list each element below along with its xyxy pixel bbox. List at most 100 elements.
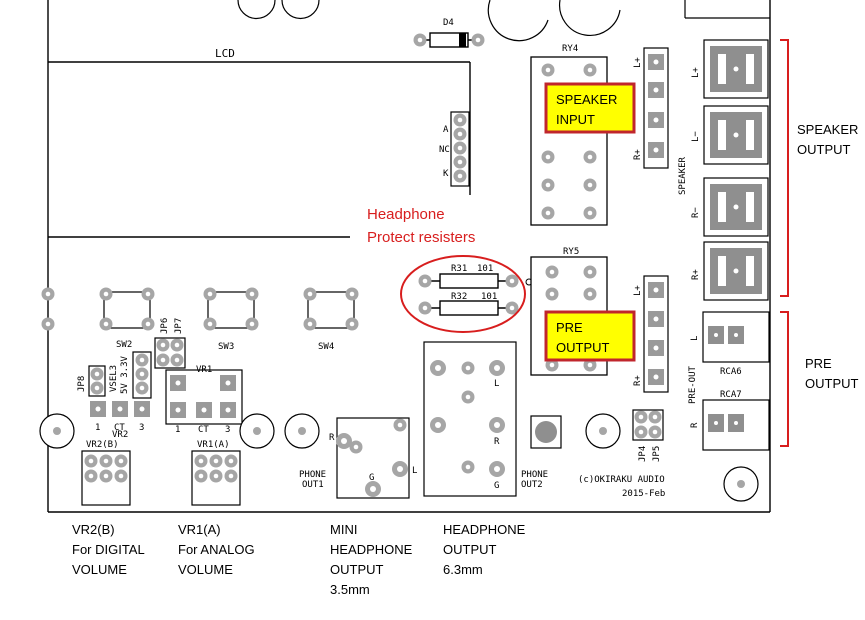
vr2-pin3: 3 xyxy=(139,423,144,433)
headphone-protect-line1: Headphone xyxy=(367,206,445,223)
sw3-label: SW3 xyxy=(218,342,234,352)
rca6-label: RCA6 xyxy=(720,367,742,377)
vr1-pin3: 3 xyxy=(225,425,230,435)
d4-label: D4 xyxy=(443,18,454,28)
pre-out-label: PRE-OUT xyxy=(688,365,698,404)
out2-r: R xyxy=(494,437,500,447)
protect-highlight-ellipse xyxy=(400,255,526,333)
ry5-label: RY5 xyxy=(563,247,579,257)
pre-in-lplus: L+ xyxy=(633,285,643,296)
phone-out2-line2: OUT2 xyxy=(521,480,543,490)
jp7-label: JP7 xyxy=(174,318,184,334)
headphone-protect-line2: Protect resisters xyxy=(367,229,475,246)
jumpers-jp4-jp5: JP4 JP5 xyxy=(632,409,664,462)
terminal-lminus: L− xyxy=(691,105,769,165)
jp8-label: JP8 xyxy=(77,376,87,392)
jumpers-jp6-jp7: JP6 JP7 xyxy=(154,318,186,369)
rca6-l: L xyxy=(690,336,700,341)
vr2-label: VR2 xyxy=(112,430,128,440)
date-text: 2015-Feb xyxy=(622,489,665,499)
pin-nc-label: NC xyxy=(439,145,450,155)
square-button xyxy=(530,415,562,449)
r31-value: 101 xyxy=(477,264,493,274)
jp5-label: JP5 xyxy=(652,446,662,462)
vr1-pin1: 1 xyxy=(175,425,180,435)
r31-label: R31 xyxy=(451,264,467,274)
caption-vr2-line2: For DIGITAL xyxy=(72,542,145,557)
r32-label: R32 xyxy=(451,292,467,302)
jp6-label: JP6 xyxy=(160,318,170,334)
pin-k-label: K xyxy=(443,169,449,179)
terminal-rplus: R+ xyxy=(691,241,769,301)
rplus-term-label: R+ xyxy=(691,269,701,280)
caption-vr1-line3: VOLUME xyxy=(178,562,233,577)
speaker-input-header: L+ R+ SPEAKER xyxy=(633,47,688,195)
lcd-outline: LCD xyxy=(48,47,471,238)
vr1a-pot: VR1(A) xyxy=(191,440,241,506)
switch-sw3: SW3 xyxy=(203,287,259,352)
pre-output-callout: PRE OUTPUT xyxy=(544,310,636,362)
vr2-pinct: CT xyxy=(114,423,125,433)
relay-ry4: RY4 xyxy=(530,44,608,226)
ry4-label: RY4 xyxy=(562,44,578,54)
pre-output-right-line2: OUTPUT xyxy=(805,376,859,391)
lcd-backlight-header: A NC K xyxy=(439,111,470,187)
caption-vr1: VR1(A) For ANALOG VOLUME xyxy=(178,522,255,577)
caption-mini-line2: HEADPHONE xyxy=(330,542,413,557)
pre-out-header: L+ R+ PRE-OUT xyxy=(633,275,698,404)
caption-headphone: HEADPHONE OUTPUT 6.3mm xyxy=(443,522,526,577)
phone-out2-line1: PHONE xyxy=(521,470,548,480)
lcd-label: LCD xyxy=(215,47,235,60)
vr1-label: VR1 xyxy=(196,365,212,375)
phone-out1-jack: R L G PHONE OUT1 xyxy=(299,417,417,499)
protect-resistors: R31 101 R32 101 xyxy=(400,255,526,333)
lplus-term-label: L+ xyxy=(691,67,701,78)
out1-r: R xyxy=(329,433,335,443)
speaker-label: SPEAKER xyxy=(678,156,688,195)
out2-g: G xyxy=(494,481,499,491)
caption-vr2-line1: VR2(B) xyxy=(72,522,115,537)
speaker-input-callout: SPEAKER INPUT xyxy=(544,82,636,134)
pre-output-bracket xyxy=(780,311,789,447)
pre-in-rplus: R+ xyxy=(633,375,643,386)
jumper-vsel3: VSEL3 5V 3.3V xyxy=(109,351,152,399)
spk-in-rplus: R+ xyxy=(633,149,643,160)
caption-headphone-line1: HEADPHONE xyxy=(443,522,526,537)
speaker-output-line1: SPEAKER xyxy=(797,122,858,137)
pre-output-line2: OUTPUT xyxy=(556,340,610,355)
pre-output-line1: PRE xyxy=(556,320,583,335)
caption-vr2: VR2(B) For DIGITAL VOLUME xyxy=(72,522,145,577)
phone-out1-line2: OUT1 xyxy=(302,480,324,490)
switch-sw2: SW2 xyxy=(99,287,155,350)
vr2b-pot: VR2(B) xyxy=(81,440,131,506)
caption-mini-line4: 3.5mm xyxy=(330,582,370,597)
vr1-footprint: VR1 1 CT 3 xyxy=(165,365,243,435)
speaker-input-line2: INPUT xyxy=(556,112,595,127)
rca7-r: R xyxy=(690,422,700,428)
diode-d4: D4 xyxy=(413,18,485,48)
terminal-lplus: L+ xyxy=(691,39,769,99)
vsel-label: VSEL3 xyxy=(109,365,119,392)
terminal-rminus: R− xyxy=(691,177,769,237)
caption-vr2-line3: VOLUME xyxy=(72,562,127,577)
caption-mini-headphone: MINI HEADPHONE OUTPUT 3.5mm xyxy=(330,522,413,597)
vr1-pinct: CT xyxy=(198,425,209,435)
credit-text: (c)OKIRAKU AUDIO xyxy=(578,475,665,485)
sw2-label: SW2 xyxy=(116,340,132,350)
caption-headphone-line3: 6.3mm xyxy=(443,562,483,577)
caption-mini-line3: OUTPUT xyxy=(330,562,384,577)
vr2-pin1: 1 xyxy=(95,423,100,433)
speaker-output-bracket xyxy=(780,39,789,297)
sw4-label: SW4 xyxy=(318,342,334,352)
out1-g: G xyxy=(369,473,374,483)
jp4-label: JP4 xyxy=(638,446,648,462)
vr2-pads: 1 CT 3 VR2 xyxy=(90,401,150,440)
pre-output-right-line1: PRE xyxy=(805,356,832,371)
switch-sw4: SW4 xyxy=(303,287,359,352)
vr2b-label: VR2(B) xyxy=(86,440,119,450)
out2-l: L xyxy=(494,379,499,389)
phone-out2-jack: L R G PHONE OUT2 xyxy=(423,341,548,497)
pin-a-label: A xyxy=(443,125,449,135)
caption-headphone-line2: OUTPUT xyxy=(443,542,497,557)
